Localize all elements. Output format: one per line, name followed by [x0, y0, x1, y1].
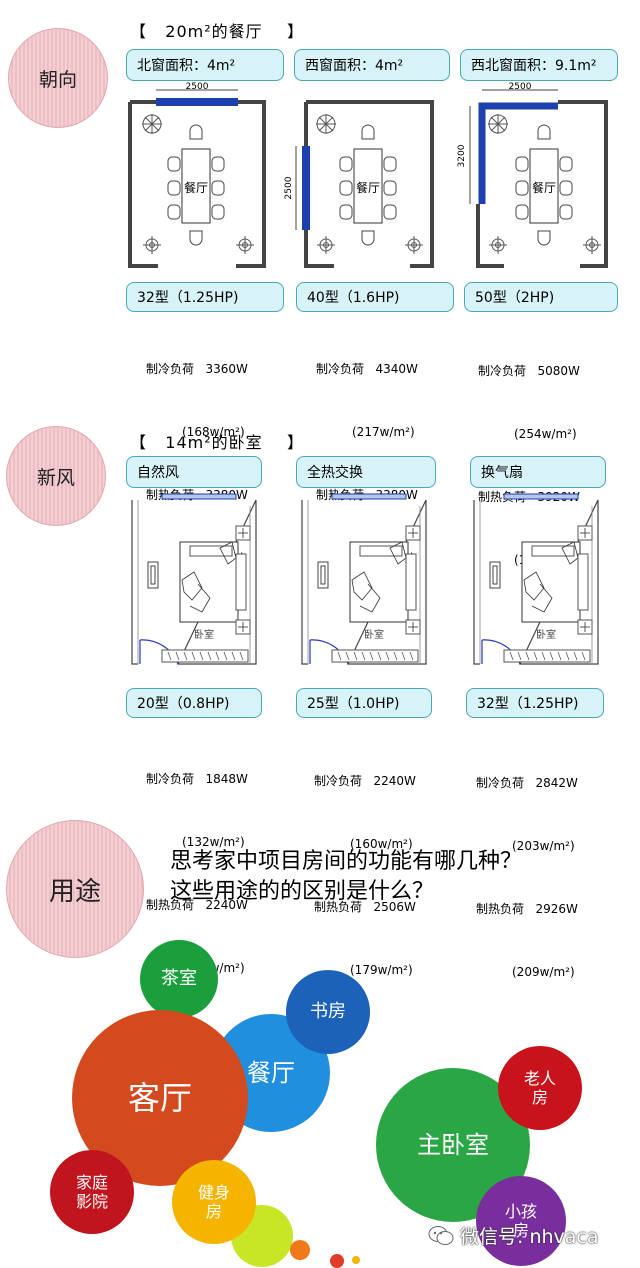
bubble-dot-3 [352, 1256, 360, 1264]
bubble-gym: 健身 房 [172, 1160, 256, 1244]
window-area-north: 北窗面积：4m² [126, 49, 284, 81]
badge-fresh-air: 新风 [6, 426, 106, 526]
window-area-northwest: 西北窗面积：9.1m² [460, 49, 618, 81]
room-label-bedroom-2: 卧室 [364, 628, 384, 641]
question-differences: 这些用途的的区别是什么？ [170, 879, 435, 904]
badge-usage: 用途 [6, 820, 144, 958]
bubble-dot-2 [330, 1254, 344, 1268]
ventilation-natural: 自然风 [126, 456, 262, 488]
dim-3200: 3200 [457, 144, 467, 167]
room-label-dining-3: 餐厅 [532, 180, 556, 195]
wechat-icon [428, 1225, 454, 1245]
bubble-home-theater: 家庭 影院 [50, 1150, 134, 1234]
bubble-elderly-room: 老人 房 [498, 1046, 582, 1130]
section-title-dining: 【 20m²的餐厅 】 [130, 22, 304, 41]
model-pill-32b: 32型（1.25HP) [466, 688, 604, 718]
window-area-west: 西窗面积：4m² [294, 49, 450, 81]
bubble-kids-room: 小孩 房 [476, 1176, 566, 1266]
dining-floorplans: 2500 餐厅 2500 餐厅 2500 3200 餐厅 [128, 82, 608, 268]
ventilation-heat-exchange: 全热交换 [296, 456, 436, 488]
question-functions: 思考家中项目房间的功能有哪几种？ [170, 849, 523, 874]
model-pill-40: 40型（1.6HP) [296, 282, 454, 312]
model-pill-20: 20型（0.8HP) [126, 688, 262, 718]
dim-2500-1: 2500 [186, 82, 209, 92]
wechat-watermark: 微信号: nhvaca [428, 1222, 599, 1249]
room-label-dining-1: 餐厅 [184, 180, 208, 195]
load-spec-6: 制冷负荷 2842W (203w/m²) 制热负荷 2926W (209w/m²… [476, 776, 578, 979]
load-spec-5: 制冷负荷 2240W (160w/m²) 制热负荷 2506W (179w/m²… [314, 774, 416, 977]
dim-2500-2: 2500 [284, 176, 294, 199]
model-pill-50: 50型（2HP) [464, 282, 618, 312]
bubble-tea-room: 茶室 [140, 940, 218, 1018]
room-label-bedroom-1: 卧室 [194, 628, 214, 641]
badge-orientation: 朝向 [8, 28, 108, 128]
room-label-dining-2: 餐厅 [356, 180, 380, 195]
bubble-study: 书房 [286, 970, 370, 1054]
dim-2500-3: 2500 [509, 82, 532, 92]
room-label-bedroom-3: 卧室 [536, 628, 556, 641]
model-pill-25: 25型（1.0HP) [296, 688, 432, 718]
bubble-dot-1 [290, 1240, 310, 1260]
model-pill-32: 32型（1.25HP) [126, 282, 284, 312]
bedroom-floorplans: 卧室 卧室 卧室 [131, 493, 599, 665]
ventilation-exhaust-fan: 换气扇 [470, 456, 606, 488]
section-title-bedroom: 【 14m²的卧室 】 [130, 433, 304, 452]
